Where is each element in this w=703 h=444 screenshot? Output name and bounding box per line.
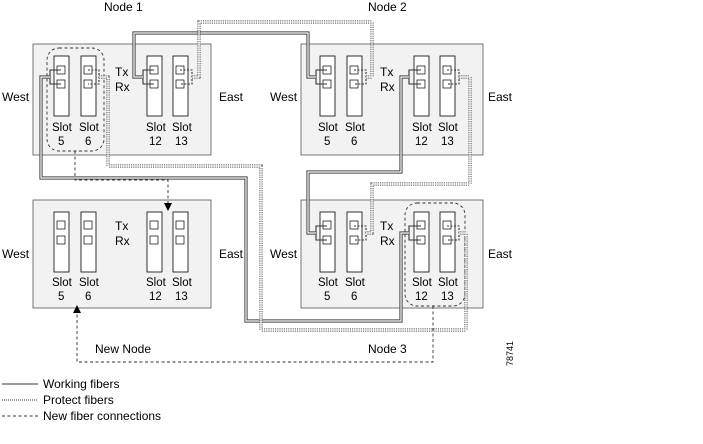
node-1: Node 1 West East Tx Rx Slot Slot [2,0,244,156]
node-1-slot-word: Slot [79,122,100,134]
node-2-slot-word: Slot [318,122,339,134]
node-1-slot-number: 6 [85,136,91,148]
node-2-slot-number: 12 [415,136,428,148]
node-3-slot-12-card [413,211,430,273]
node-2-slot-word: Slot [345,122,366,134]
node-1-slot-number: 13 [175,136,188,148]
node-3-rx-label: Rx [380,234,395,248]
node-3: West East Tx Rx Slot Slot Slot Slot 5 6 [270,199,513,356]
node-1-west-label: West [2,90,30,104]
node-3-west-label: West [270,247,298,261]
node-2-slot-number: 6 [351,136,357,148]
working-fiber-node1-node2 [132,31,316,79]
node-2-east-label: East [488,90,513,104]
node-1-slot-group-outline [46,47,105,152]
node-2-tx-label: Tx [380,65,393,79]
new-node-slot-number: 12 [149,291,162,303]
node-1-rx-label: Rx [115,80,130,94]
node-2-slot-number: 13 [441,136,454,148]
working-fiber-node2-node3 [306,75,409,235]
protect-fiber-node1-node2 [192,20,374,79]
node-2-slot-13-card [439,55,456,117]
node-2-slot-number: 5 [324,136,330,148]
new-node-title: New Node [95,342,151,356]
new-node-slot-13-card [172,211,189,273]
node-3-slot-13-card [439,211,456,273]
node-2-title: Node 2 [368,0,407,14]
new-node-slot-word: Slot [52,277,73,289]
node-3-tx-label: Tx [380,219,393,233]
node-1-east-label: East [219,90,244,104]
node-3-slot-number: 13 [441,291,454,303]
node-3-slot-6-card [346,211,363,273]
node-1-slot-word: Slot [146,122,167,134]
legend: Working fibers Protect fibers New fiber … [2,377,161,423]
new-node: West East Tx Rx Slot Slot Slot Slot 5 6 [2,199,244,356]
node-1-title: Node 1 [104,0,143,14]
legend-protect-label: Protect fibers [43,393,114,407]
node-1-tx-label: Tx [115,65,128,79]
new-node-slot-6-card [80,211,97,273]
node-2-slot-word: Slot [438,122,459,134]
node-3-slot-number: 5 [324,291,330,303]
new-node-tx-label: Tx [115,219,128,233]
node-2-slot-5-card [319,55,336,117]
new-node-slot-12-card [146,211,163,273]
node-3-slot-number: 6 [351,291,357,303]
protect-fiber-node2-node3 [366,75,472,235]
node-3-slot-word: Slot [438,277,459,289]
node-3-slot-number: 12 [415,291,428,303]
legend-working-label: Working fibers [43,377,119,391]
node-2-slot-word: Slot [412,122,433,134]
node-1-slot-word: Slot [172,122,193,134]
new-node-slot-5-card [53,211,70,273]
node-1-slot-13-card [172,55,189,117]
node-3-title: Node 3 [368,342,407,356]
new-node-west-label: West [2,247,30,261]
node-3-east-label: East [488,247,513,261]
new-node-slot-word: Slot [146,277,167,289]
node-1-slot-5-card [53,55,70,117]
legend-new-label: New fiber connections [43,409,161,423]
working-fiber-node1-node3 [39,75,409,323]
node-2-rx-label: Rx [380,80,395,94]
new-node-slot-number: 13 [175,291,188,303]
new-node-east-label: East [219,247,244,261]
node-1-slot-12-card [146,55,163,117]
arrowhead-icon [164,203,172,211]
node-2: Node 2 West East Tx Rx Slot Slot Slot S [270,0,513,156]
node-1-slot-number: 5 [58,136,64,148]
new-node-slot-number: 6 [85,291,91,303]
node-2-slot-6-card [346,55,363,117]
node-2-west-label: West [270,90,298,104]
node-1-slot-word: Slot [52,122,73,134]
arrowhead-icon [73,305,81,313]
node-3-slot-5-card [319,211,336,273]
protect-fiber-node1-node3 [99,75,468,332]
node-3-slot-word: Slot [412,277,433,289]
node-3-slot-word: Slot [345,277,366,289]
node-3-slot-word: Slot [318,277,339,289]
node-2-slot-12-card [413,55,430,117]
node-1-slot-6-card [80,55,97,117]
new-node-slot-word: Slot [172,277,193,289]
new-node-slot-word: Slot [79,277,100,289]
figure-id: 78741 [505,341,515,366]
new-node-slot-number: 5 [58,291,64,303]
new-fiber-connection-node1-to-newnode [74,151,172,211]
new-node-rx-label: Rx [115,234,130,248]
node-1-slot-number: 12 [149,136,162,148]
new-fiber-connection-node3-to-newnode [73,305,434,363]
